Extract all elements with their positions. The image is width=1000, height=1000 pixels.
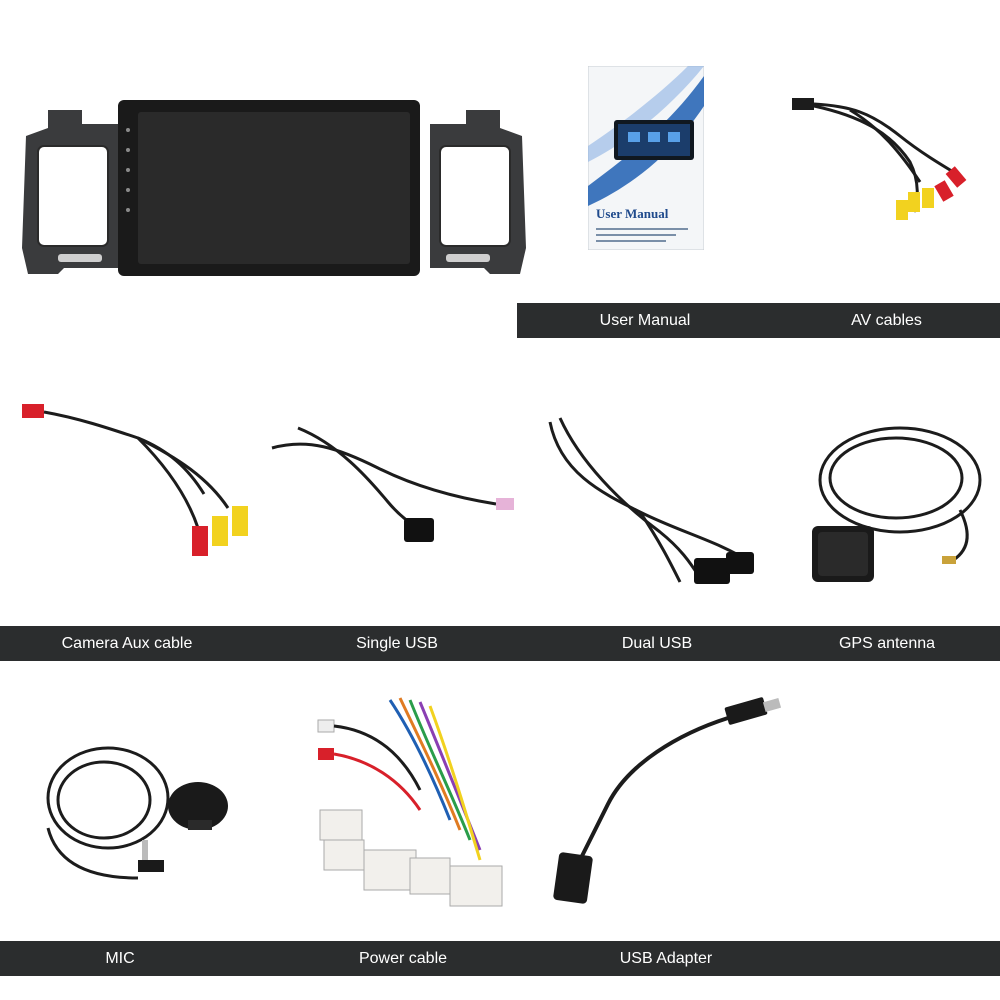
gps-antenna-item <box>800 420 986 590</box>
label-user-manual: User Manual <box>599 311 691 329</box>
label-camera-aux-cable: Camera Aux cable <box>61 634 193 652</box>
manual-cover-title: User Manual <box>596 206 669 221</box>
usb-adapter-item <box>548 694 784 908</box>
label-mic: MIC <box>105 949 135 967</box>
single-usb-image <box>271 426 514 542</box>
dual-usb-image <box>548 417 754 584</box>
gps-antenna-image <box>812 426 982 582</box>
mic-image <box>46 746 228 880</box>
label-power-cable: Power cable <box>358 949 448 967</box>
label-single-usb: Single USB <box>356 634 438 652</box>
label-bar-row3: MIC Power cable USB Adapter <box>0 941 1000 976</box>
camera-aux-cable-image <box>22 404 248 556</box>
user-manual-booklet: User Manual <box>588 66 704 250</box>
av-cables-image <box>792 98 967 220</box>
usb-adapter-image <box>553 697 782 904</box>
label-usb-adapter: USB Adapter <box>619 949 713 967</box>
user-manual-image: User Manual <box>588 66 704 250</box>
head-unit-image <box>22 100 526 276</box>
camera-aux-cable-item <box>18 398 258 578</box>
label-bar-row2: Camera Aux cable Single USB Dual USB GPS… <box>0 626 1000 661</box>
head-unit-with-frame <box>18 98 530 280</box>
single-usb-item <box>268 418 518 558</box>
label-bar-row1: User Manual AV cables <box>517 303 1000 338</box>
power-cable-image <box>317 697 503 907</box>
power-cable-item <box>300 690 510 912</box>
label-gps-antenna: GPS antenna <box>838 634 936 652</box>
label-av-cables: AV cables <box>851 311 922 329</box>
dual-usb-item <box>540 412 760 598</box>
av-cables-item <box>790 92 990 232</box>
label-dual-usb: Dual USB <box>621 634 693 652</box>
mic-item <box>38 728 238 888</box>
